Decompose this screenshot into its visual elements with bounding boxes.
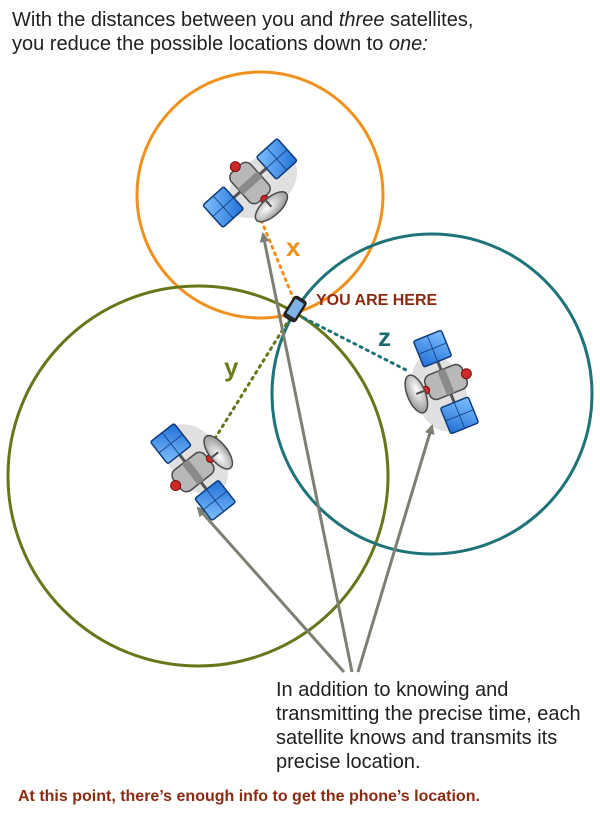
distance-line-z — [302, 316, 412, 374]
satellite-icon — [387, 324, 492, 446]
range-circle-y — [6, 284, 390, 668]
distance-label-y: y — [224, 352, 239, 382]
satellite-note: In addition to knowing and transmitting … — [276, 679, 581, 773]
arrow-to-satellite-x — [259, 232, 354, 673]
distance-label-z: z — [378, 322, 391, 352]
arrow-to-satellite-y — [196, 506, 346, 673]
range-circle-x — [135, 70, 385, 320]
distance-label-x: x — [286, 232, 301, 262]
range-circle-z — [270, 232, 594, 556]
conclusion-text: At this point, there’s enough info to ge… — [18, 788, 480, 805]
intro-text: With the distances between you and three… — [12, 8, 592, 56]
phone-icon — [283, 295, 307, 323]
intro-line1: With the distances between you and three… — [12, 9, 474, 31]
arrow-to-satellite-z — [356, 424, 435, 673]
distance-line-y — [212, 316, 292, 442]
you-are-here-label: YOU ARE HERE — [316, 292, 438, 309]
intro-line2: you reduce the possible locations down t… — [12, 33, 428, 55]
satellite-icon — [193, 127, 317, 249]
